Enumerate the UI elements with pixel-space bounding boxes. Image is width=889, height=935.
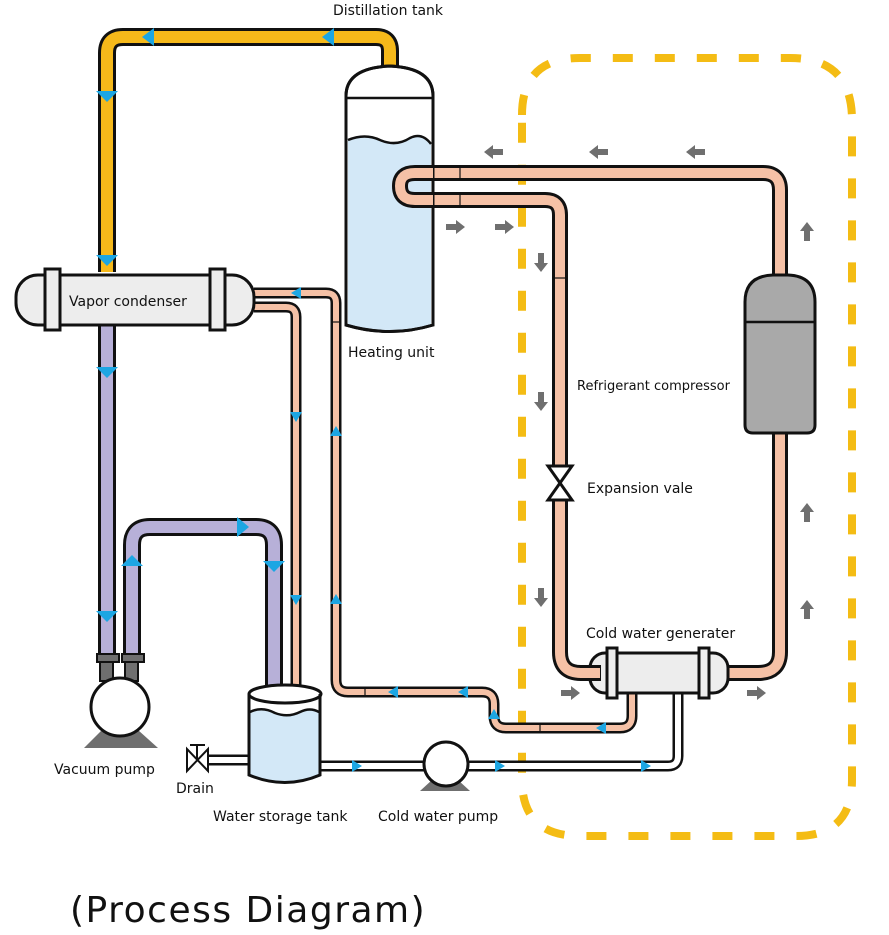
gray-arrow-left	[484, 145, 503, 159]
flow-arrow-down	[96, 255, 118, 266]
heat-pump-boundary	[518, 54, 856, 840]
refrigerant-compressor	[743, 273, 817, 435]
heating-coil	[391, 165, 433, 208]
label-distillation-tank: Distillation tank	[333, 3, 444, 19]
flow-arrow-left	[596, 722, 606, 734]
vacuum-pump[interactable]	[84, 653, 158, 748]
cooling-water-return-pipe	[254, 301, 302, 688]
flow-arrow-right	[641, 760, 651, 772]
gray-arrow-left	[589, 145, 608, 159]
diagram-caption: (Process Diagram)	[70, 890, 426, 931]
water-supply-line	[320, 693, 684, 772]
label-vapor-condenser: Vapor condenser	[69, 294, 187, 310]
flow-arrow-right	[237, 517, 249, 537]
flow-arrow-right	[352, 760, 362, 772]
gray-arrow-left	[686, 145, 705, 159]
cold-water-pump[interactable]	[420, 740, 470, 791]
label-cold-water-generator: Cold water generater	[586, 626, 735, 642]
flow-arrow-left	[388, 686, 398, 698]
flow-arrow-left	[291, 287, 301, 299]
flow-arrow-up	[488, 709, 500, 719]
flow-arrow-left	[458, 686, 468, 698]
drain-valve[interactable]	[186, 744, 209, 774]
flow-arrow-left	[142, 28, 154, 46]
flow-arrow-down	[96, 367, 118, 378]
flow-arrow-down	[290, 595, 302, 605]
gray-arrow-right	[446, 220, 465, 234]
expansion-valve[interactable]	[545, 464, 575, 502]
flow-arrow-left	[322, 28, 334, 46]
gray-arrow-up	[800, 503, 814, 522]
flow-arrow-down	[96, 91, 118, 102]
label-cold-water-pump: Cold water pump	[378, 809, 498, 825]
gray-arrow-right	[495, 220, 514, 234]
flow-arrow-up	[121, 555, 143, 566]
flow-arrows-gray	[446, 145, 814, 700]
label-expansion-valve: Expansion vale	[587, 481, 693, 497]
refrigerant-pipe-hot	[391, 165, 788, 470]
gray-arrow-up	[800, 222, 814, 241]
label-drain: Drain	[176, 781, 214, 797]
distillation-tank	[344, 64, 435, 333]
vacuum-pipe-to-tank	[123, 518, 283, 688]
label-heating-unit: Heating unit	[348, 345, 435, 361]
label-refrigerant-compressor: Refrigerant compressor	[577, 379, 731, 394]
flow-arrows-blue	[96, 28, 651, 772]
flow-arrow-down	[290, 412, 302, 422]
gray-arrow-right	[561, 686, 580, 700]
gray-arrow-right	[747, 686, 766, 700]
gray-arrow-up	[800, 600, 814, 619]
flow-arrow-down	[263, 561, 285, 572]
vapor-condenser	[14, 267, 256, 332]
label-vacuum-pump: Vacuum pump	[54, 762, 155, 778]
flow-arrow-up	[330, 426, 342, 436]
gray-arrow-down	[534, 392, 548, 411]
gray-arrow-down	[534, 253, 548, 272]
cooling-water-supply-pipe	[254, 287, 638, 734]
flow-arrow-down	[96, 611, 118, 622]
gray-arrow-down	[534, 588, 548, 607]
cold-water-generator	[588, 646, 730, 700]
label-water-storage-tank: Water storage tank	[213, 809, 348, 825]
water-storage-tank	[247, 683, 323, 784]
flow-arrow-up	[330, 594, 342, 604]
flow-arrow-right	[495, 760, 505, 772]
vapor-pipe	[98, 28, 399, 272]
